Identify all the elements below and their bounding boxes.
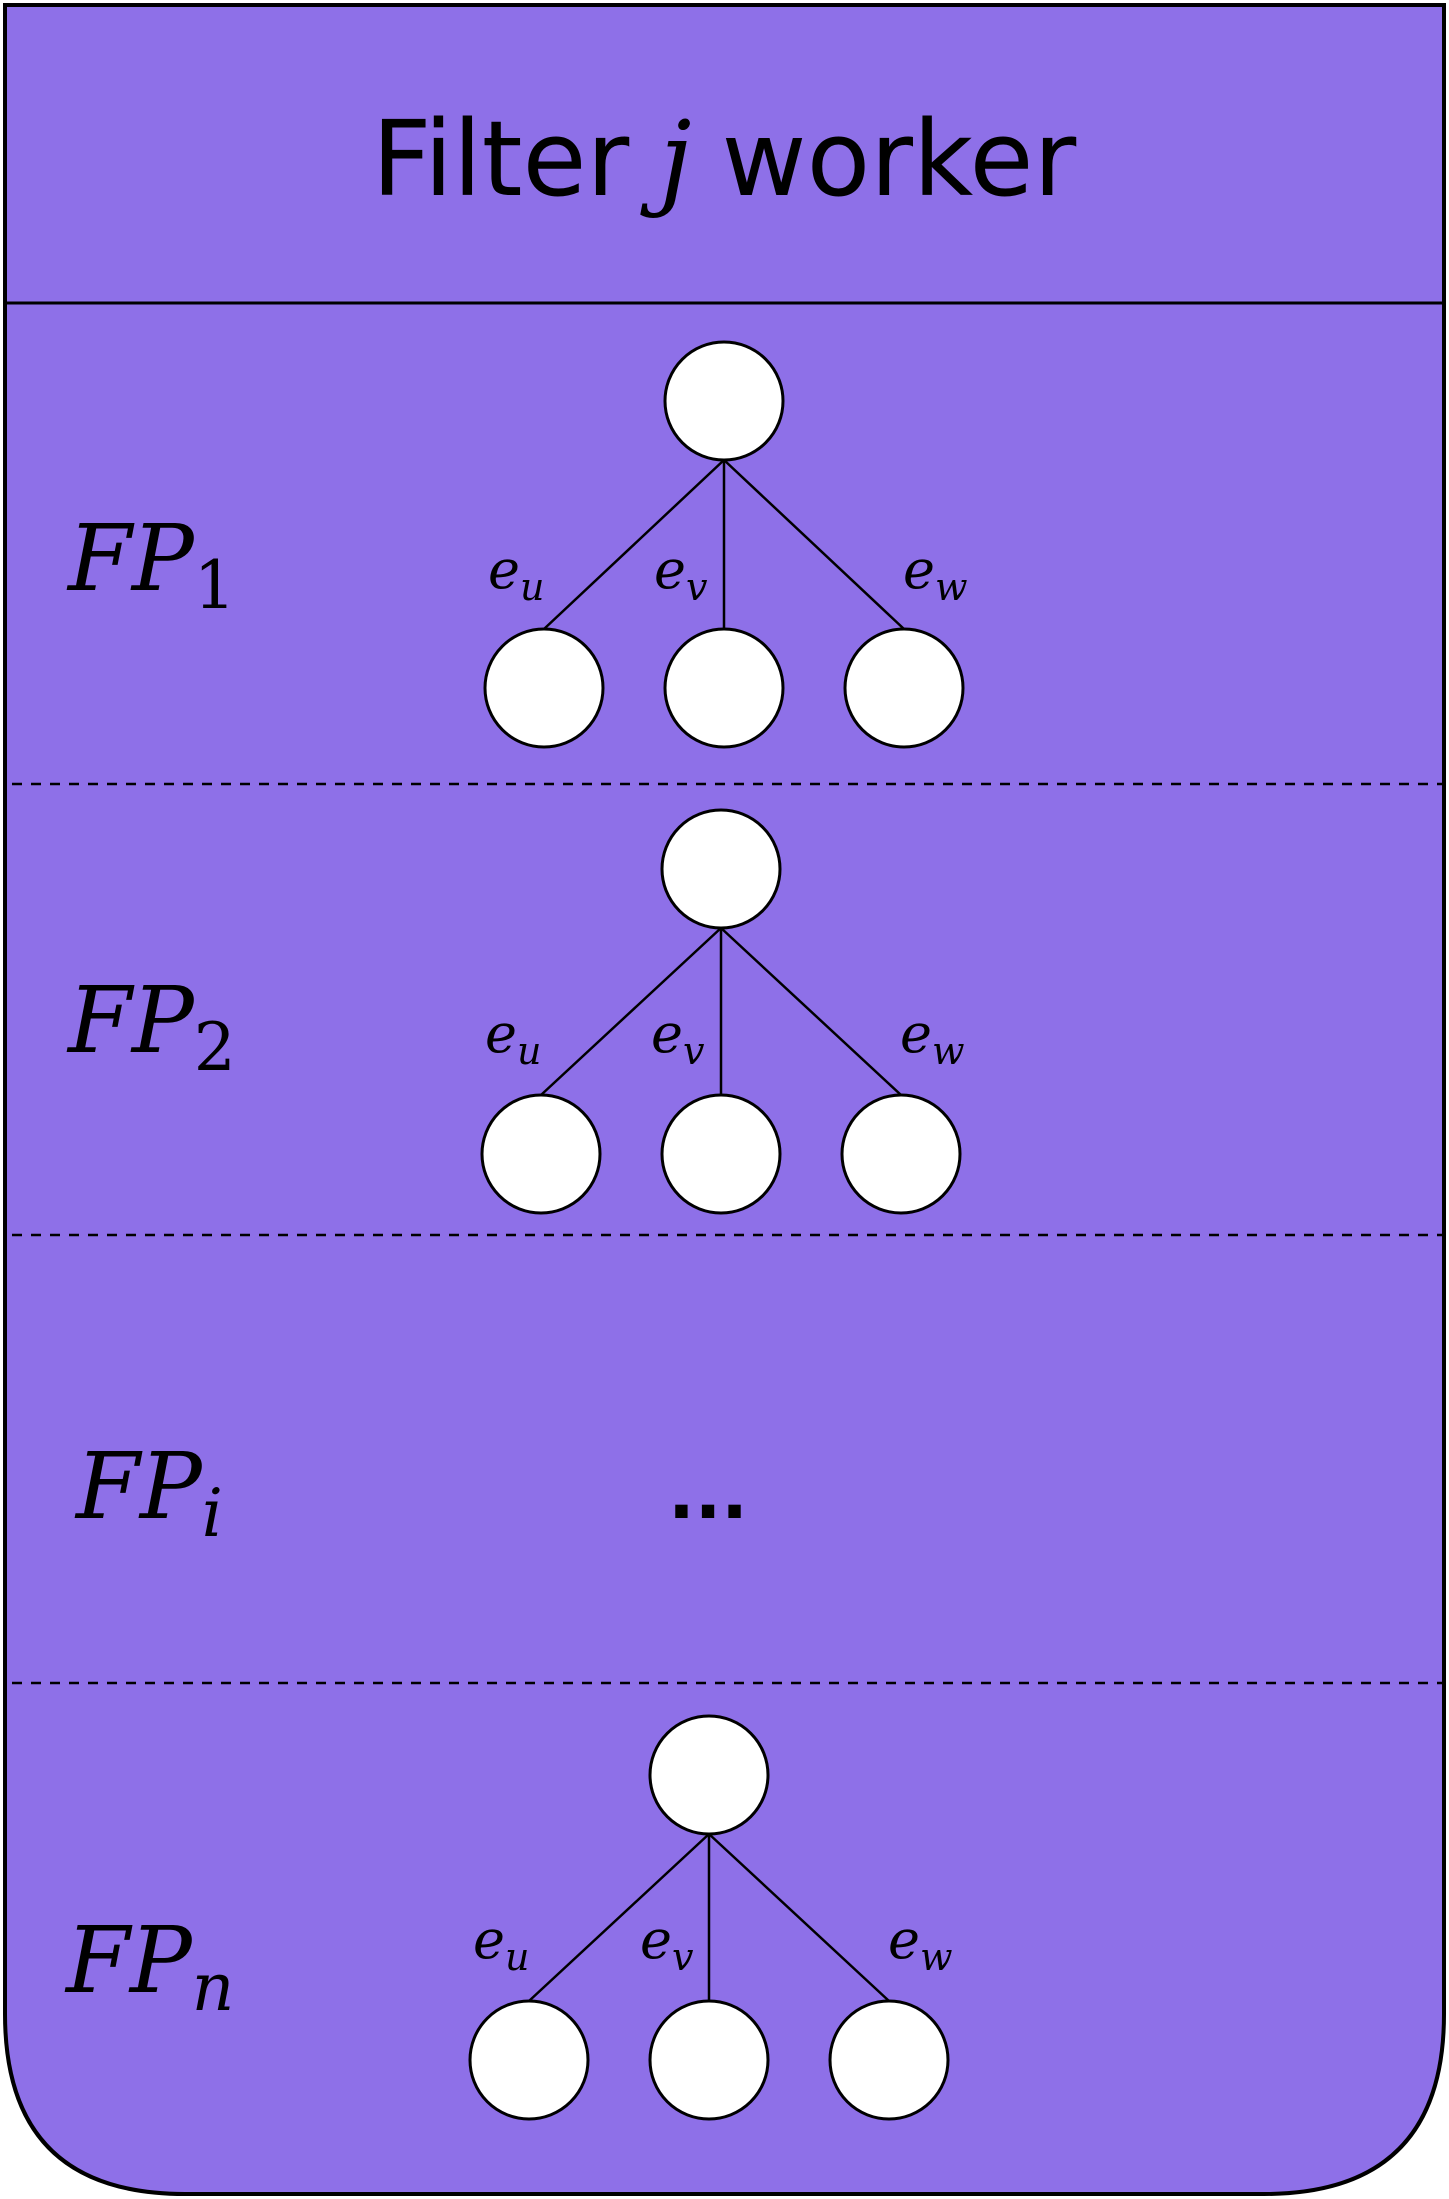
child-node — [468, 1999, 590, 2121]
child-node — [483, 627, 605, 749]
child-node — [480, 1093, 602, 1215]
child-node — [660, 1093, 782, 1215]
section-fp-1: FP1 eu ev ew — [66, 340, 968, 749]
child-node — [663, 627, 785, 749]
child-node — [843, 627, 965, 749]
section-fp-i: FPi ... — [74, 1433, 748, 1552]
root-node — [660, 808, 782, 930]
tree: eu ev ew — [483, 340, 968, 749]
title-prefix: Filter — [372, 98, 630, 220]
ellipsis-placeholder: ... — [668, 1453, 748, 1535]
tree-edge — [543, 459, 725, 630]
edge-label: ev — [651, 1002, 705, 1073]
edge-label: ev — [640, 1908, 694, 1979]
section-fp-n: FPn eu ev ew — [64, 1714, 953, 2121]
child-node — [840, 1093, 962, 1215]
edge-label: eu — [473, 1908, 529, 1979]
header-title: Filter j worker — [372, 98, 1077, 220]
child-node — [828, 1999, 950, 2121]
root-node — [648, 1714, 770, 1836]
tree: eu ev ew — [480, 808, 965, 1215]
tree-edge — [528, 1833, 710, 2002]
edge-label: eu — [488, 538, 544, 609]
section-label: FP2 — [66, 967, 236, 1086]
tree-edge — [708, 1833, 890, 2002]
edge-label: ew — [900, 1002, 965, 1073]
title-suffix: worker — [722, 98, 1077, 220]
tree-edge — [720, 927, 902, 1096]
root-node — [663, 340, 785, 462]
edge-label: ew — [903, 538, 968, 609]
section-label: FPn — [64, 1907, 234, 2026]
tree: eu ev ew — [468, 1714, 953, 2121]
edge-label: ev — [654, 538, 708, 609]
edge-label: ew — [888, 1908, 953, 1979]
section-label: FP1 — [66, 505, 236, 624]
tree-edge — [723, 459, 905, 630]
edge-label: eu — [485, 1002, 541, 1073]
child-node — [648, 1999, 770, 2121]
section-fp-2: FP2 eu ev ew — [66, 808, 965, 1215]
section-label: FPi — [74, 1433, 223, 1552]
tree-edge — [540, 927, 722, 1096]
